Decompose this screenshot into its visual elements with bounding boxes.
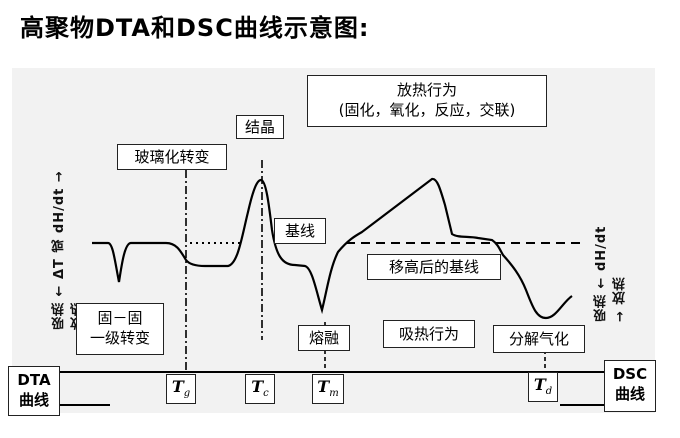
exotherm-label: 放热行为 (固化，氧化，反应，交联) [307, 75, 547, 127]
tg-sub: g [183, 388, 191, 400]
page-title: 高聚物DTA和DSC曲线示意图: [20, 14, 370, 42]
crystallization-label: 结晶 [236, 115, 284, 139]
tg-label: Tg [166, 374, 196, 404]
melting-label: 熔融 [298, 325, 350, 351]
dta-line1: DTA [17, 371, 51, 389]
baseline-label: 基线 [274, 218, 326, 244]
first-order-transition-label: 固－固 一级转变 [76, 303, 164, 355]
dta-curve-label: DTA 曲线 [8, 366, 60, 416]
tm-sub: m [329, 388, 339, 400]
dsc-curve-label: DSC 曲线 [604, 360, 656, 412]
tc-letter: T [251, 377, 264, 396]
first-order-line1: 固－固 [97, 309, 143, 327]
tm-letter: T [317, 377, 330, 396]
dsc-line2: 曲线 [614, 385, 645, 403]
tc-sub: c [263, 388, 269, 400]
endotherm-label: 吸热行为 [383, 320, 475, 348]
dsc-line1: DSC [612, 365, 648, 383]
tg-letter: T [171, 377, 184, 396]
dta-dsc-curve [92, 177, 573, 320]
shifted-baseline-label: 移高后的基线 [367, 254, 501, 280]
first-order-line2: 一级转变 [89, 329, 150, 347]
decomposition-label: 分解气化 [493, 325, 585, 353]
dta-line2: 曲线 [18, 391, 49, 409]
right-axis-label: 吸热 ← dH/dt → 放热 [594, 225, 628, 322]
td-sub: d [545, 386, 553, 398]
td-letter: T [533, 375, 546, 394]
tc-label: Tc [245, 374, 275, 404]
exotherm-title: 放热行为 [396, 81, 457, 99]
exotherm-detail: (固化，氧化，反应，交联) [338, 101, 516, 119]
glass-transition-label: 玻璃化转变 [117, 144, 227, 170]
tm-label: Tm [312, 374, 344, 404]
td-label: Td [528, 372, 558, 402]
